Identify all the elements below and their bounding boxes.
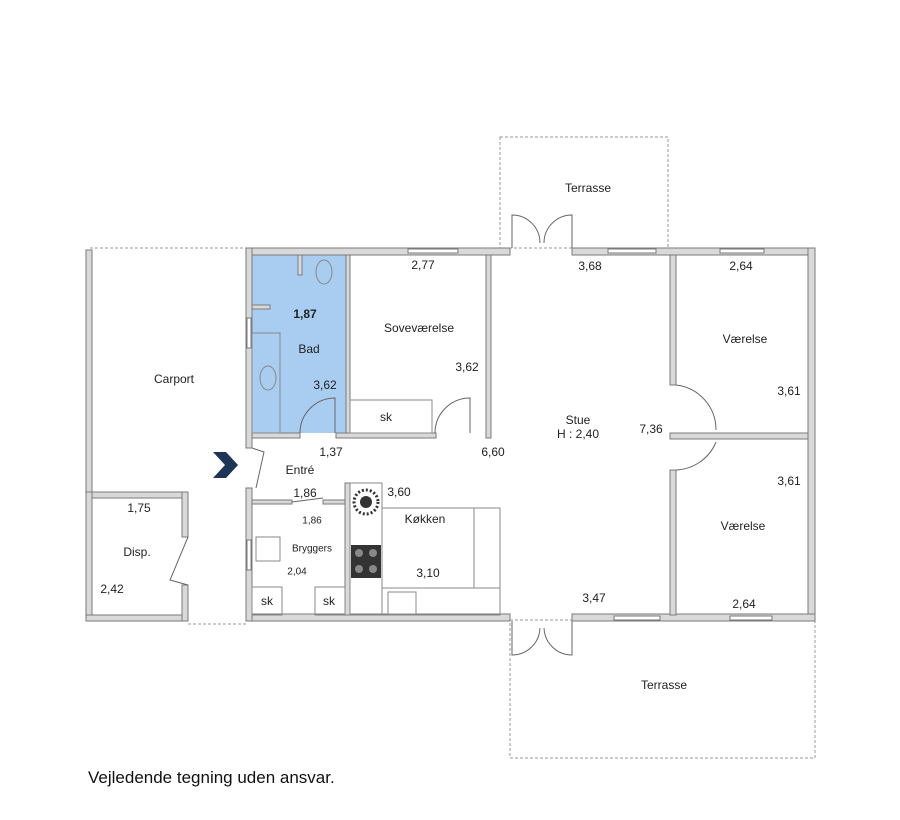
closet-label-sovevaerelse: sk: [380, 410, 392, 424]
room-label-terrasse-top: Terrasse: [564, 181, 612, 195]
dim-disp-length: 2,42: [100, 582, 124, 596]
dim-stue-bottom: 3,47: [582, 591, 606, 605]
dim-sove-length: 3,62: [455, 360, 479, 374]
toilet-icon: [315, 259, 333, 285]
room-label-vaerelse-2: Værelse: [720, 519, 766, 533]
room-label-sovevaerelse: Soveværelse: [383, 321, 455, 335]
bathroom-floor: [252, 255, 346, 433]
closet-label-bryggers-2: sk: [323, 594, 335, 608]
dim-kokken-length: 3,10: [416, 566, 440, 580]
dim-v1-width: 2,64: [729, 259, 753, 273]
dim-disp-width: 1,75: [127, 501, 151, 515]
room-label-stue: Stue: [565, 413, 591, 427]
dim-bad-width: 1,87: [293, 307, 317, 321]
dim-stue-left: 6,60: [481, 445, 505, 459]
doors: [169, 214, 717, 656]
disclaimer-caption: Vejledende tegning uden ansvar.: [88, 768, 335, 787]
dim-bad-length: 3,62: [313, 378, 337, 392]
room-label-disp: Disp.: [123, 545, 151, 559]
room-label-stue-height: H : 2,40: [556, 427, 600, 441]
room-label-bad: Bad: [298, 342, 320, 356]
room-label-kokken: Køkken: [404, 512, 446, 526]
fixtures: [251, 259, 501, 616]
dim-entre-width: 1,37: [319, 445, 343, 459]
dim-bryggers-length: 2,04: [287, 566, 307, 578]
stove-icon: [351, 545, 381, 578]
dim-v1-length: 3,61: [777, 384, 801, 398]
dim-kokken-width: 3,60: [387, 485, 411, 499]
dim-bryggers-width: 1,86: [302, 515, 322, 527]
entrance-arrow-icon: [213, 452, 238, 478]
fan-icon: [352, 488, 380, 516]
windows: [246, 248, 773, 621]
room-label-entre: Entré: [285, 463, 315, 477]
walls: [85, 247, 816, 622]
dim-stue-top: 3,68: [578, 259, 602, 273]
closet-label-bryggers-1: sk: [261, 594, 273, 608]
room-label-bryggers: Bryggers: [291, 543, 333, 555]
dim-stue-right: 7,36: [639, 422, 663, 436]
room-label-vaerelse-1: Værelse: [722, 332, 768, 346]
dim-v2-width: 2,64: [732, 597, 756, 611]
dim-v2-length: 3,61: [777, 474, 801, 488]
dim-sove-width: 2,77: [411, 258, 435, 272]
room-label-terrasse-bottom: Terrasse: [640, 678, 688, 692]
dim-entre-length: 1,86: [293, 486, 317, 500]
room-label-carport: Carport: [153, 372, 195, 386]
